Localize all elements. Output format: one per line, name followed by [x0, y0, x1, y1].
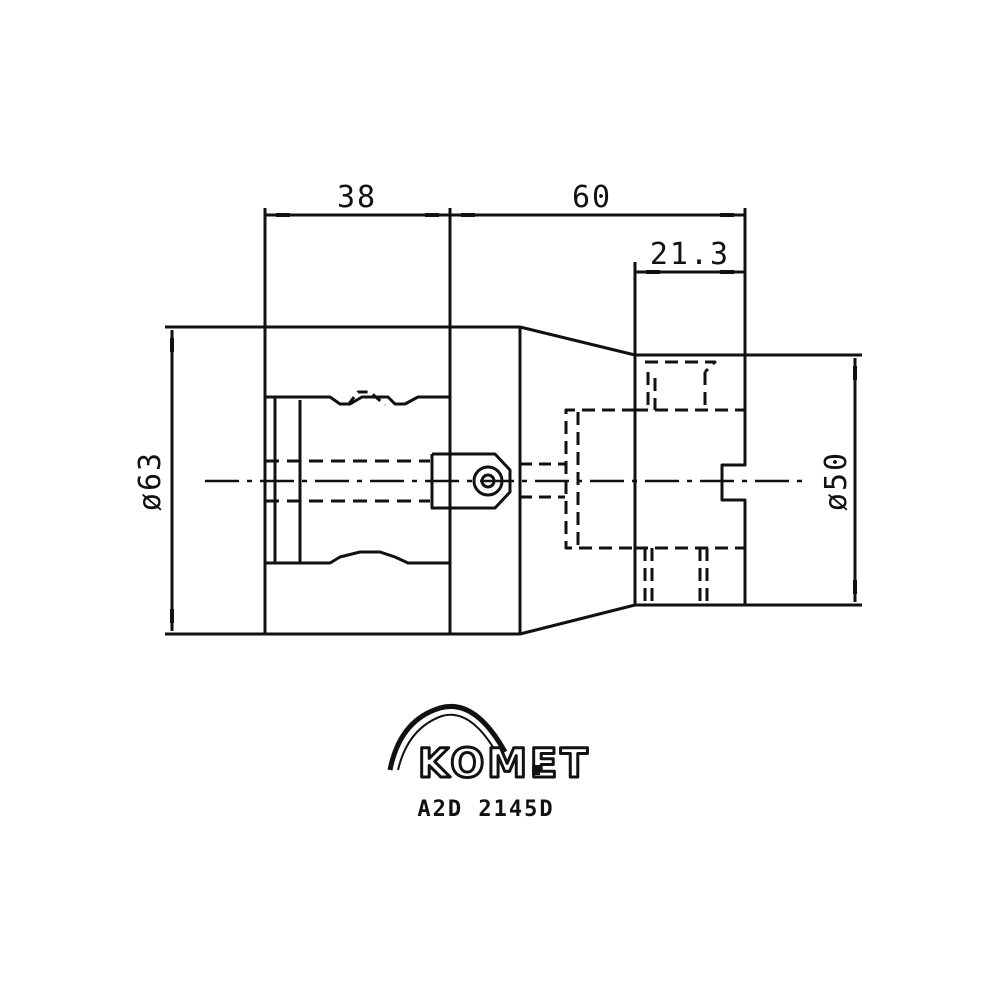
dim-21-3-label: 21.3 — [650, 237, 730, 272]
hidden-lines — [564, 360, 745, 605]
brand-logo-text: KOMET — [418, 741, 591, 787]
dim-d63-label: ø63 — [133, 451, 168, 511]
dim-d50-label: ø50 — [819, 451, 854, 511]
part-number: A2D 2145D — [417, 797, 554, 822]
extension-lines — [165, 208, 862, 636]
bore — [265, 390, 450, 565]
komet-logo: KOMET A2D 2145D — [387, 704, 591, 822]
dimension-lines — [170, 213, 857, 631]
dim-38-label: 38 — [337, 180, 377, 215]
dim-60-label: 60 — [572, 180, 612, 215]
